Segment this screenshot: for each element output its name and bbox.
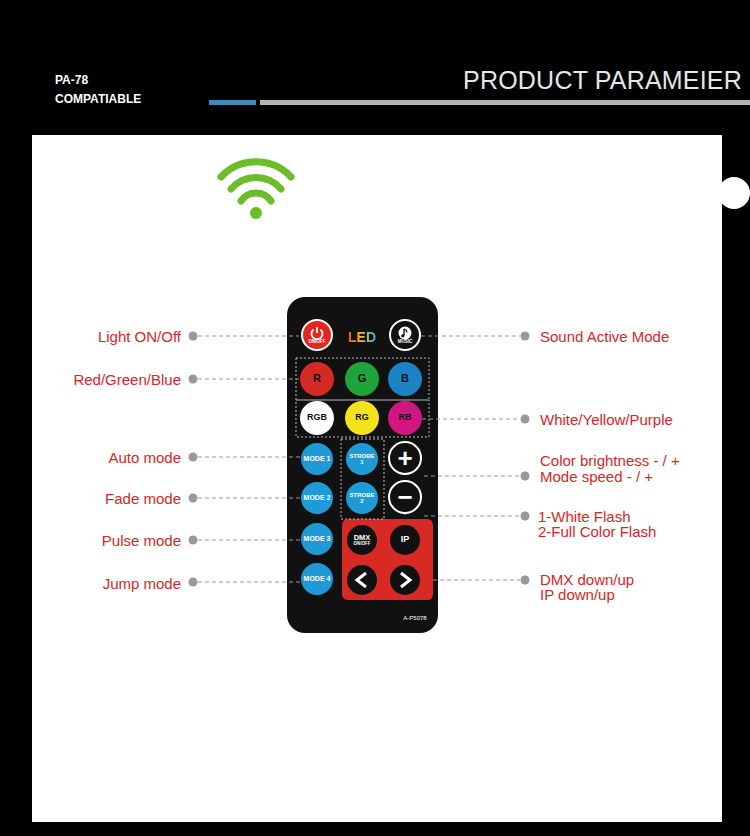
music-button: MUSIC	[389, 319, 421, 351]
leader-lines	[198, 336, 520, 582]
callout-label: Pulse mode	[102, 533, 181, 548]
blue-button: B	[388, 362, 422, 396]
group-outline	[296, 358, 429, 519]
left-arrow	[357, 573, 366, 587]
left-arrow-button	[347, 565, 377, 595]
button-label: MODE 3	[304, 535, 331, 542]
remote-control: LEDA-P5078ON/OFFMUSICRGBRGBRGRBMODE 1STR…	[287, 297, 438, 633]
red-pad	[342, 519, 433, 600]
strobe-button: STROBE 1	[346, 443, 378, 475]
callout-label: Color brightness - / +	[540, 453, 680, 468]
right-arrow	[401, 573, 410, 587]
ip-button: IP	[390, 525, 420, 555]
mode-button: MODE 4	[301, 563, 333, 595]
button-label: −	[397, 487, 412, 508]
power-icon	[309, 326, 325, 340]
white-button: RGB	[300, 401, 334, 435]
red-button: R	[300, 362, 334, 396]
button-label: MODE 4	[304, 575, 331, 582]
button-label: STROBE 2	[348, 492, 376, 505]
minus-button: −	[388, 480, 422, 514]
button-label: +	[397, 448, 412, 469]
right-arrow-button	[390, 565, 420, 595]
button-label: R	[313, 373, 321, 385]
button-label: RGB	[307, 413, 327, 422]
yellow-button: RG	[345, 401, 379, 435]
header-label: COMPATIABLE	[55, 93, 141, 105]
mode-button: MODE 3	[301, 523, 333, 555]
remote-heading: LED	[348, 329, 376, 345]
music-icon	[397, 326, 413, 340]
wifi-icon	[221, 162, 291, 201]
wifi-dot	[250, 207, 262, 219]
remote-body	[287, 297, 438, 633]
button-label: ON/OFF	[309, 340, 326, 345]
callout-label: Light ON/Off	[98, 329, 181, 344]
accent-bar	[209, 100, 256, 105]
button-label: RB	[399, 413, 412, 422]
callout-label: Mode speed - / +	[540, 469, 653, 484]
button-label: MODE 2	[304, 494, 331, 501]
button-label: IP	[401, 535, 410, 544]
button-label: G	[358, 373, 367, 385]
callout-label: DMX down/up	[540, 572, 634, 587]
dmx-button: DMXON/OFF	[347, 525, 377, 555]
power-button: ON/OFF	[301, 319, 333, 351]
callout-label: 1-White Flash	[538, 509, 631, 524]
green-button: G	[345, 362, 379, 396]
mode-button: MODE 2	[301, 482, 333, 514]
rule-bar	[260, 100, 750, 105]
purple-button: RB	[388, 401, 422, 435]
callout-label: White/Yellow/Purple	[540, 412, 673, 427]
mode-button: MODE 1	[301, 443, 333, 475]
panel	[32, 135, 722, 822]
header-label: PA-78	[55, 74, 88, 86]
callout-label: Sound Active Mode	[540, 329, 669, 344]
button-label: STROBE 1	[348, 453, 376, 466]
round-tab	[718, 177, 750, 209]
strobe-button: STROBE 2	[346, 482, 378, 514]
callout-label: Fade mode	[105, 491, 181, 506]
button-label: ON/OFF	[354, 542, 371, 547]
callout-label: 2-Full Color Flash	[538, 524, 656, 539]
page-title: PRODUCT PARAMEIER	[463, 66, 742, 95]
callout-label: IP down/up	[540, 587, 615, 602]
callout-label: Auto mode	[108, 450, 181, 465]
callout-label: Red/Green/Blue	[73, 372, 181, 387]
button-label: MUSIC	[398, 340, 413, 345]
button-label: MODE 1	[304, 455, 331, 462]
leader-dot	[189, 332, 530, 587]
plus-button: +	[388, 441, 422, 475]
button-label: DMX	[354, 534, 371, 542]
callout-label: Jump mode	[103, 576, 181, 591]
model-number: A-P5078	[403, 615, 426, 621]
button-label: RG	[355, 413, 369, 422]
button-label: B	[401, 373, 409, 385]
